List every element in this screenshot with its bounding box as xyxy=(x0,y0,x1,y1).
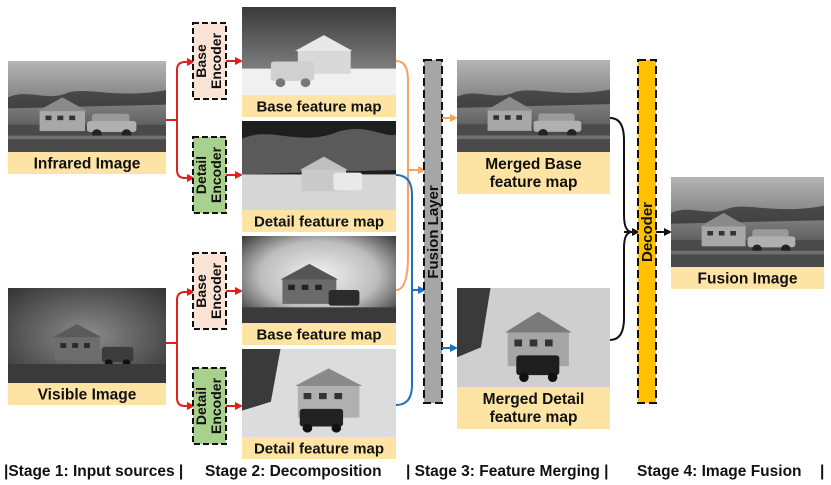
merged-base-label-2: feature map xyxy=(490,174,578,191)
merged-detail-label-2: feature map xyxy=(490,409,578,426)
stage-end-bar: | xyxy=(820,463,824,480)
visible-image xyxy=(8,288,166,383)
vis-base-feature-label: Base feature map xyxy=(256,327,381,344)
infrared-image xyxy=(8,61,166,152)
decoder-label: Decoder xyxy=(639,202,656,262)
merged-base-feature-map: Merged Base feature map xyxy=(457,60,610,194)
stage-3-caption: | Stage 3: Feature Merging | xyxy=(406,463,608,480)
svg-text:Detail: Detail xyxy=(193,387,209,425)
fusion-layer-label: Fusion Layer xyxy=(425,185,442,279)
ir-base-feature-map: Base feature map xyxy=(242,7,396,117)
ir-base-encoder: Base Encoder xyxy=(192,22,227,100)
merged-detail-label-1: Merged Detail xyxy=(483,391,585,408)
infrared-encoder-arrows xyxy=(166,58,195,182)
stage-1-caption: |Stage 1: Input sources | xyxy=(4,463,183,480)
fusion-to-merged-arrows xyxy=(442,114,458,352)
svg-text:Detail: Detail xyxy=(193,156,209,194)
fusion-layer: Fusion Layer xyxy=(423,59,443,404)
ir-base-feature-label: Base feature map xyxy=(256,99,381,116)
detail-to-fusion-arrows xyxy=(395,174,426,406)
vis-detail-encoder: Detail Encoder xyxy=(192,367,227,445)
merged-detail-feature-map: Merged Detail feature map xyxy=(457,288,610,429)
merged-base-label-1: Merged Base xyxy=(485,156,582,173)
svg-text:Encoder: Encoder xyxy=(208,262,224,319)
svg-text:Base: Base xyxy=(193,274,209,308)
svg-text:Base: Base xyxy=(193,44,209,78)
encoder-to-feature-arrows xyxy=(226,57,243,410)
vis-detail-feature-label: Detail feature map xyxy=(254,441,384,458)
base-to-fusion-arrows xyxy=(395,60,426,291)
ir-detail-feature-map: Detail feature map xyxy=(242,121,396,232)
ir-detail-encoder: Detail Encoder xyxy=(192,136,227,214)
visible-label-box: Visible Image xyxy=(8,383,166,405)
svg-text:Encoder: Encoder xyxy=(208,377,224,434)
fusion-image: Fusion Image xyxy=(671,177,824,289)
stage-2-caption: Stage 2: Decomposition xyxy=(205,463,382,480)
stage-captions: |Stage 1: Input sources | Stage 2: Decom… xyxy=(4,463,824,480)
infrared-label-box: Infrared Image xyxy=(8,152,166,174)
decoder: Decoder xyxy=(637,59,657,404)
merged-to-decoder-arrows xyxy=(609,117,640,341)
stage-4-caption: Stage 4: Image Fusion xyxy=(637,463,802,480)
ir-detail-feature-label: Detail feature map xyxy=(254,214,384,231)
visible-label: Visible Image xyxy=(38,387,137,404)
fusion-image-label: Fusion Image xyxy=(698,271,798,288)
vis-base-encoder: Base Encoder xyxy=(192,252,227,330)
svg-text:Encoder: Encoder xyxy=(208,32,224,89)
svg-text:Encoder: Encoder xyxy=(208,146,224,203)
vis-base-feature-map: Base feature map xyxy=(242,236,396,345)
visible-encoder-arrows xyxy=(166,288,195,410)
infrared-label: Infrared Image xyxy=(34,156,141,173)
vis-detail-feature-map: Detail feature map xyxy=(242,349,396,459)
